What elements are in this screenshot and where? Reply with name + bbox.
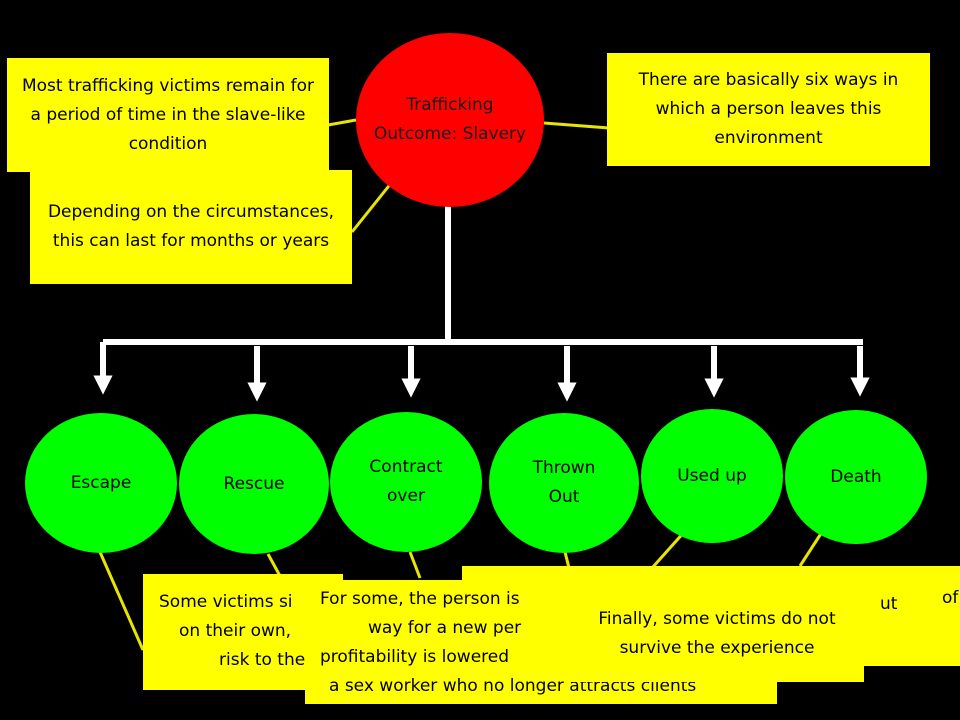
outcome-death: Death bbox=[785, 410, 927, 544]
note-six-ways: There are basically six ways in which a … bbox=[607, 53, 930, 166]
note-duration: Depending on the circumstances, this can… bbox=[30, 170, 352, 284]
arrows bbox=[93, 342, 870, 402]
outcome-thrown-out: Thrown Out bbox=[489, 413, 639, 553]
outcome-used-up: Used up bbox=[641, 409, 783, 543]
trafficking-outcome-label: Trafficking Outcome: Slavery bbox=[373, 95, 527, 144]
outcome-escape: Escape bbox=[25, 413, 177, 553]
tree-lines bbox=[103, 200, 863, 345]
note-death: Finally, some victims do not survive the… bbox=[570, 586, 864, 682]
outcome-rescue: Rescue bbox=[179, 414, 329, 554]
leader-lines bbox=[98, 118, 824, 651]
outcome-contract-over: Contract over bbox=[330, 412, 482, 552]
trafficking-outcome-node: Trafficking Outcome: Slavery bbox=[356, 33, 544, 207]
note-remain: Most trafficking victims remain for a pe… bbox=[7, 58, 329, 172]
